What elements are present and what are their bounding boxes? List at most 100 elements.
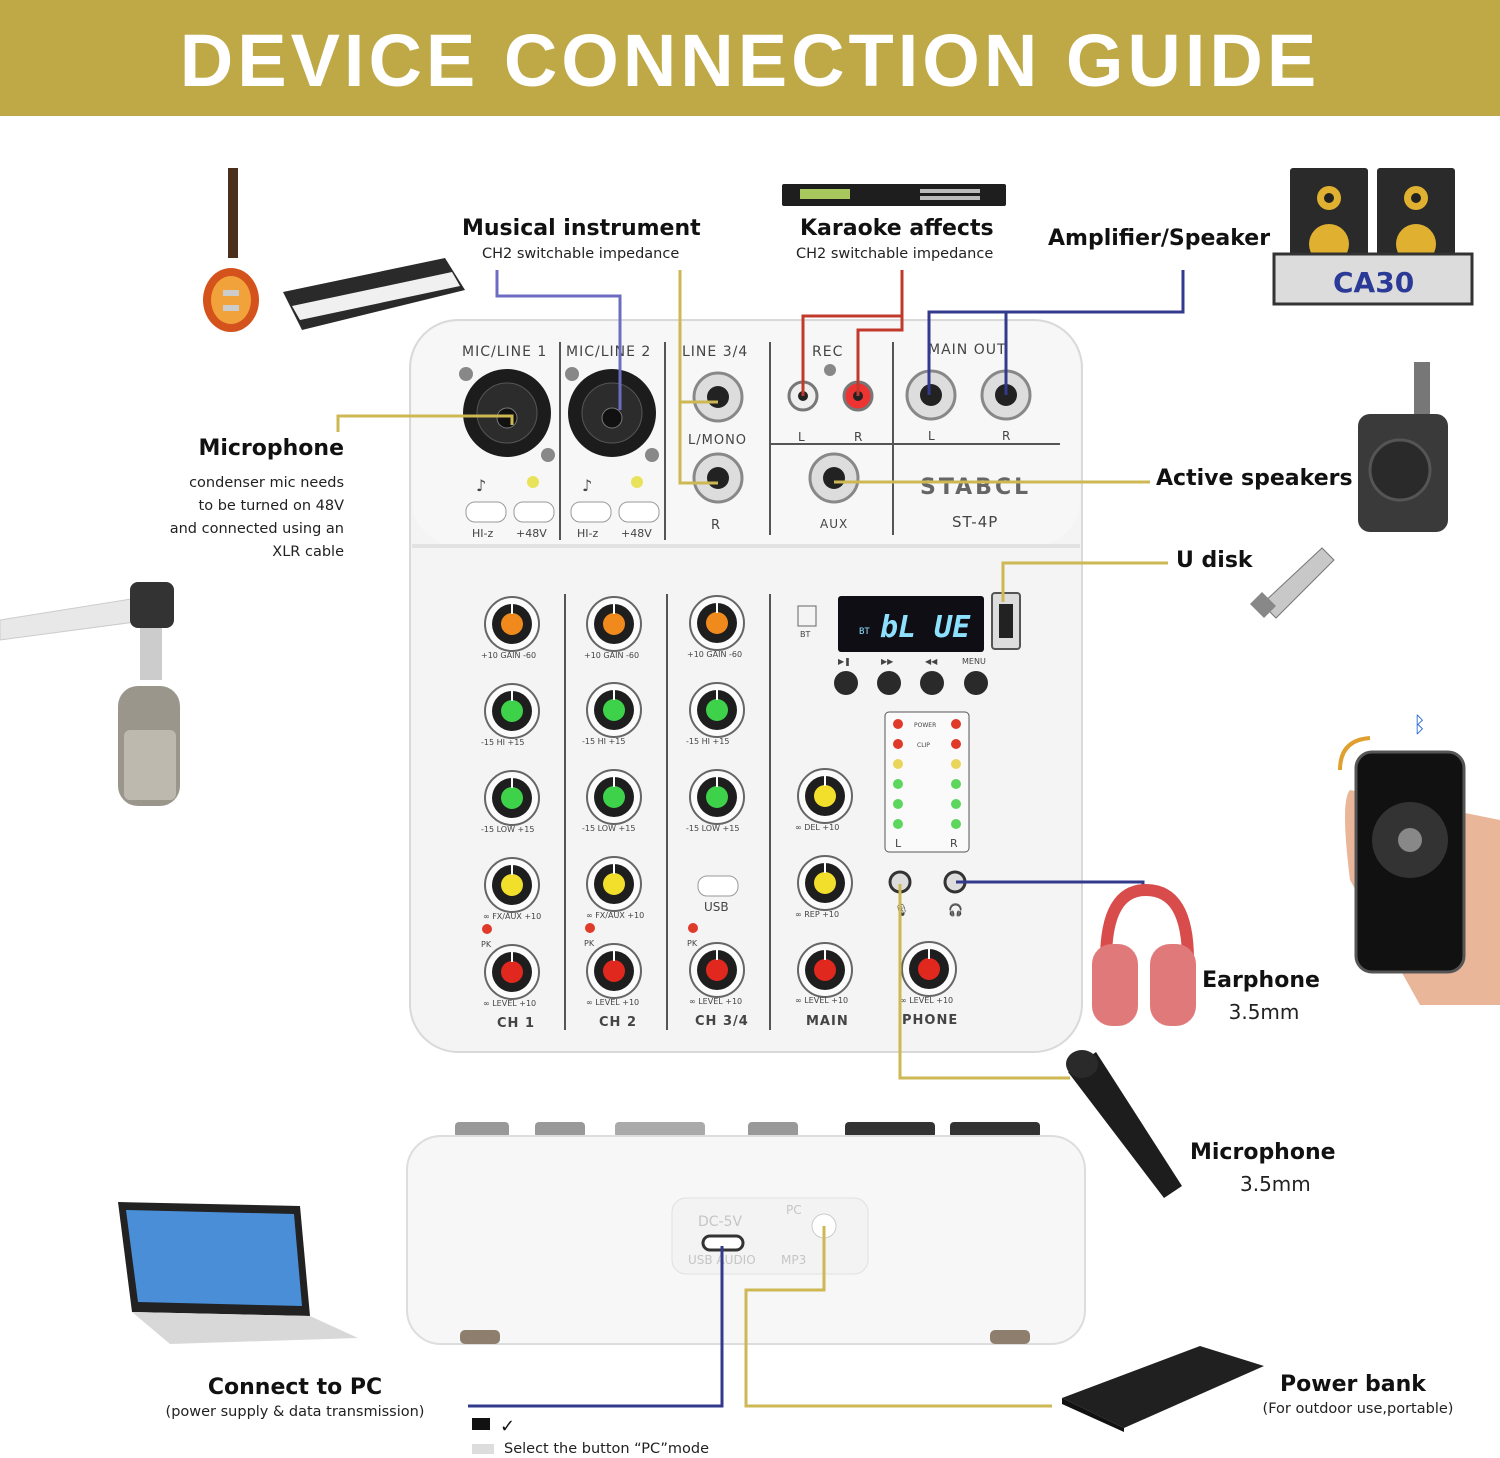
earphone-subtitle: 3.5mm (1228, 1000, 1300, 1024)
mixer-rear-view (406, 1122, 1086, 1345)
label-main-r: R (1002, 429, 1010, 443)
label-hi-2: -15 HI +15 (582, 737, 625, 746)
studio-microphone-image (0, 582, 180, 806)
label-line-r: R (711, 518, 721, 533)
label-dc5v: DC-5V (698, 1214, 743, 1230)
label-usb: USB (704, 900, 729, 914)
model-name: ST-4P (952, 513, 998, 531)
label-clip: CLIP (917, 742, 930, 749)
mixer-knob (689, 769, 745, 825)
label-aux: AUX (820, 517, 848, 531)
label-48v-1: +48V (516, 527, 547, 540)
instrument-subtitle: CH2 switchable impedance (482, 246, 680, 262)
smartphone-image: ᛒ (1338, 713, 1500, 1005)
microphone-title: Microphone (198, 436, 344, 461)
level-meter (884, 711, 970, 853)
karaoke-title: Karaoke affects (800, 216, 994, 241)
xlr-jack-1 (459, 367, 555, 462)
mixer-knob (901, 941, 957, 997)
label-level-main: ∞ LEVEL +10 (795, 996, 848, 1005)
mixer-knob (586, 856, 642, 912)
label-pc-switch: PC (786, 1203, 802, 1217)
label-level-phone: ∞ LEVEL +10 (900, 996, 953, 1005)
label-rec-r: R (854, 430, 862, 444)
mixer-knob (797, 942, 853, 998)
check-icon: ✓ (500, 1416, 515, 1437)
pc-mode-note: Select the button “PC”mode (504, 1441, 710, 1457)
prev-icon: ◀◀ (925, 657, 938, 666)
label-low-2: -15 LOW +15 (582, 824, 635, 833)
label-hiz-1: HI-z (472, 527, 493, 540)
label-rec: REC (812, 344, 843, 360)
display-text: bL UE (880, 610, 971, 645)
power-bank-title: Power bank (1280, 1372, 1426, 1397)
handheld-microphone-image (1066, 1050, 1182, 1198)
mixer-knob (484, 596, 540, 652)
label-mp3-switch: MP3 (781, 1253, 806, 1267)
label-meter-r: R (950, 837, 958, 850)
label-48v-2: +48V (621, 527, 652, 540)
play-pause-icon: ▶❚ (838, 657, 851, 666)
mixer-knob (484, 857, 540, 913)
power-bank-image (1062, 1346, 1264, 1432)
bluetooth-icon: ᛒ (1413, 713, 1426, 738)
mixer-knob (586, 943, 642, 999)
hiz-48v-controls (465, 476, 660, 523)
microphone-icon: 🎙 (894, 903, 909, 917)
label-pk-2: PK (584, 939, 595, 948)
mixer-knob (689, 595, 745, 651)
mixer-knob (484, 944, 540, 1000)
mixer-knob (586, 682, 642, 738)
microphone-note-4: XLR cable (272, 544, 344, 560)
microphone-note-2: to be turned on 48V (198, 498, 344, 514)
label-mic-line-1: MIC/LINE 1 (462, 344, 547, 360)
label-hi-1: -15 HI +15 (481, 738, 524, 747)
amplifier-speaker-image (1272, 168, 1474, 306)
label-gain-3: +10 GAIN -60 (687, 650, 742, 659)
label-fxaux-2: ∞ FX/AUX +10 (586, 911, 644, 920)
label-low-3: -15 LOW +15 (686, 824, 739, 833)
label-ch34: CH 3/4 (695, 1014, 749, 1029)
guitar-icon: ♪ (582, 476, 592, 495)
page-title: DEVICE CONNECTION GUIDE (179, 19, 1321, 102)
microphone-note-1: condenser mic needs (189, 475, 344, 491)
label-hi-3: -15 HI +15 (686, 737, 729, 746)
karaoke-subtitle: CH2 switchable impedance (796, 246, 994, 262)
label-phone: PHONE (902, 1013, 958, 1028)
active-speakers-title: Active speakers (1156, 466, 1353, 491)
connect-pc-title: Connect to PC (207, 1375, 383, 1400)
label-l-mono: L/MONO (688, 433, 747, 448)
label-menu: MENU (962, 657, 986, 666)
label-hiz-2: HI-z (577, 527, 598, 540)
udisk-title: U disk (1176, 548, 1253, 573)
laptop-image (118, 1202, 358, 1344)
next-icon: ▶▶ (881, 657, 894, 666)
label-line-34: LINE 3/4 (682, 344, 748, 360)
xlr-jack-2 (565, 367, 659, 462)
mixer-knob (484, 683, 540, 739)
label-mic-line-2: MIC/LINE 2 (566, 344, 651, 360)
instrument-title: Musical instrument (462, 216, 701, 241)
label-ch2: CH 2 (599, 1015, 637, 1030)
label-pk-3: PK (687, 939, 698, 948)
microphone-35-title: Microphone (1190, 1140, 1336, 1165)
label-pk-1: PK (481, 940, 492, 949)
guitar-image (203, 168, 259, 332)
brand-logo: STABCL (920, 475, 1031, 500)
label-main-l: L (928, 429, 935, 443)
bluetooth-indicator (797, 605, 817, 627)
label-rep: ∞ REP +10 (795, 910, 839, 919)
label-gain-1: +10 GAIN -60 (481, 651, 536, 660)
power-bank-subtitle: (For outdoor use,portable) (1262, 1401, 1454, 1417)
label-del: ∞ DEL +10 (795, 823, 839, 832)
label-ch1: CH 1 (497, 1016, 535, 1031)
mixer-knob (689, 682, 745, 738)
mixer-knob (586, 596, 642, 652)
mixer-knob (586, 769, 642, 825)
lcd-display (838, 596, 984, 652)
label-power: POWER (914, 722, 936, 729)
amplifier-title: Amplifier/Speaker (1048, 226, 1271, 251)
label-fxaux-1: ∞ FX/AUX +10 (483, 912, 541, 921)
headphone-icon: 🎧 (948, 903, 963, 917)
